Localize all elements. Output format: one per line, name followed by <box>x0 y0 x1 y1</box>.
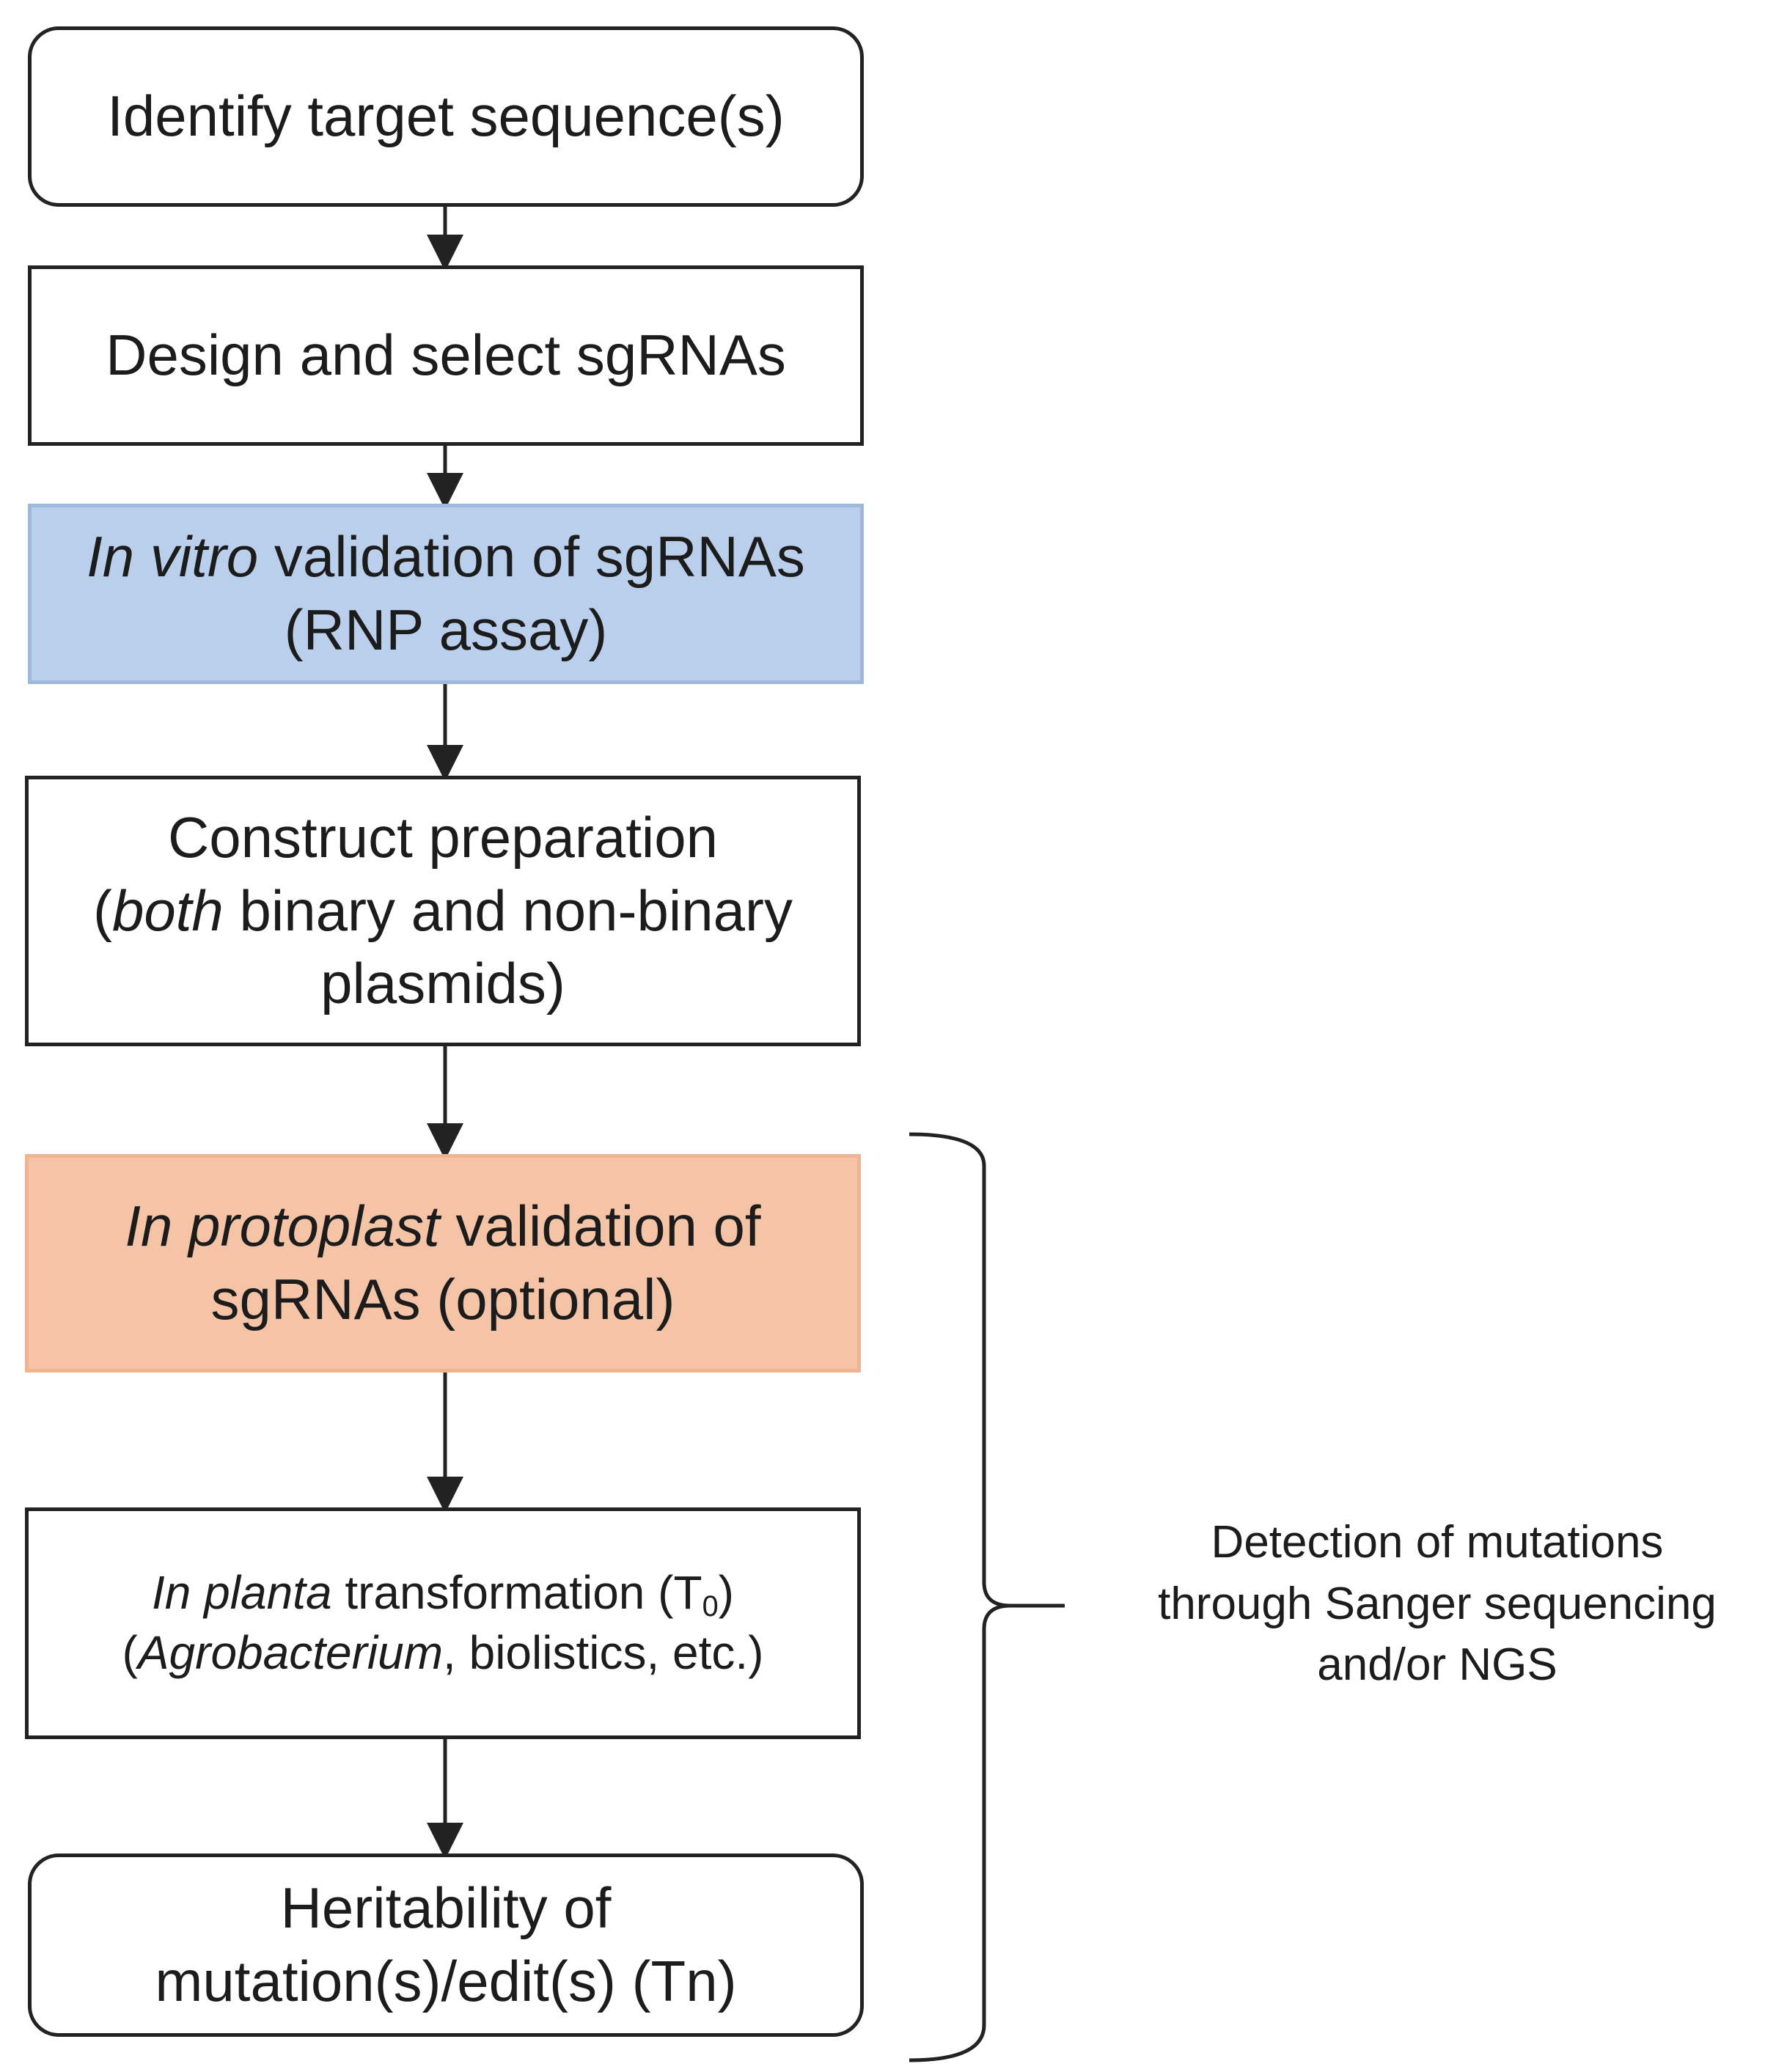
in-vitro-italic: In vitro <box>87 524 259 589</box>
in-vitro-line-1: In vitro validation of sgRNAs <box>87 521 805 594</box>
protoplast-line-1: In protoplast validation of <box>125 1190 760 1263</box>
heritability-line-2: mutation(s)/edit(s) (Tn) <box>155 1949 737 2013</box>
construct-line-2-rest: binary and non-binary <box>223 878 793 943</box>
step-in-vitro-validation: In vitro validation of sgRNAs (RNP assay… <box>28 504 864 684</box>
step-heritability: Heritability of mutation(s)/edit(s) (Tn) <box>28 1854 864 2037</box>
planta-line-2: (Agrobacterium, biolistics, etc.) <box>122 1623 764 1683</box>
construct-italic: both <box>112 878 224 943</box>
detection-bracket <box>909 1132 1065 2062</box>
construct-line-1: Construct preparation <box>167 804 719 870</box>
heritability-line-1: Heritability of <box>280 1876 612 1941</box>
in-vitro-rest: validation of sgRNAs <box>258 524 805 589</box>
construct-line-3: plasmids) <box>320 951 565 1016</box>
planta-italic: In planta <box>152 1566 332 1620</box>
protoplast-italic: In protoplast <box>125 1194 440 1259</box>
detection-note: Detection of mutations through Sanger se… <box>1085 1512 1776 1696</box>
in-vitro-line-2: (RNP assay) <box>284 598 608 662</box>
planta-close: ) <box>718 1566 734 1620</box>
step-design-label: Design and select sgRNAs <box>106 323 786 388</box>
planta-agrobacterium: Agrobacterium <box>137 1626 444 1679</box>
detection-line-1: Detection of mutations <box>1211 1517 1664 1568</box>
step-in-planta-transformation: In planta transformation (T0) (Agrobacte… <box>25 1507 861 1739</box>
construct-open-paren: ( <box>93 878 112 943</box>
step-in-protoplast-validation: In protoplast validation of sgRNAs (opti… <box>25 1154 861 1373</box>
step-construct-preparation: Construct preparation (both binary and n… <box>25 776 861 1046</box>
step-identify-target-sequences: Identify target sequence(s) <box>28 26 864 207</box>
planta-subscript: 0 <box>702 1590 719 1623</box>
planta-line-2-rest: , biolistics, etc.) <box>443 1626 764 1679</box>
protoplast-rest: validation of <box>439 1194 761 1259</box>
protoplast-line-2: sgRNAs (optional) <box>210 1267 675 1331</box>
detection-line-3: and/or NGS <box>1317 1639 1557 1691</box>
step-design-select-sgrnas: Design and select sgRNAs <box>28 265 864 446</box>
planta-rest: transformation (T <box>331 1566 702 1620</box>
planta-line-1: In planta transformation (T0) <box>152 1563 734 1623</box>
planta-open-paren: ( <box>122 1626 138 1679</box>
detection-line-2: through Sanger sequencing <box>1158 1578 1717 1629</box>
construct-line-2: (both binary and non-binary <box>93 875 793 948</box>
step-identify-label: Identify target sequence(s) <box>107 84 785 149</box>
